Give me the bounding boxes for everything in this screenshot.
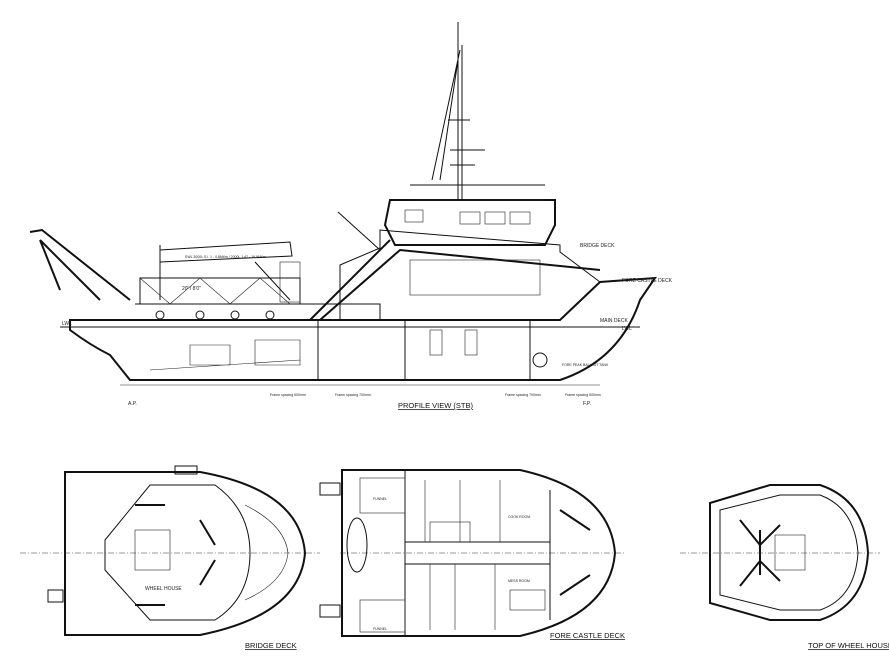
label-ballast-tank: FORE PEAK BALLAST TANK	[562, 363, 609, 367]
label-frame-spacing: Frame spacing 600mm	[270, 393, 306, 397]
profile-view: BRIDGE DECK FORE CASTLE DECK MAIN DECK L…	[29, 22, 673, 410]
top-of-wheel-house-title: TOP OF WHEEL HOUSE	[808, 641, 889, 650]
a-frame	[309, 239, 601, 321]
label-frame-spacing: Frame spacing 700mm	[335, 393, 371, 397]
deck-container	[139, 277, 301, 305]
label-frame-spacing: Frame spacing 600mm	[565, 393, 601, 397]
label-main-deck: MAIN DECK	[600, 318, 628, 324]
bridge-deck-plan: WHEEL HOUSE BRIDGE DECK	[20, 465, 320, 650]
top-of-wheel-house-plan: TOP OF WHEEL HOUSE	[680, 484, 889, 650]
label-container: 20' / 8'0"	[182, 286, 201, 292]
label-ap: A.P.	[128, 401, 137, 407]
bridge-deck-title: BRIDGE DECK	[245, 641, 297, 650]
crane	[159, 241, 293, 301]
fore-castle-deck-plan: FUNNEL FUNNEL MESS ROOM COOK ROOM FORE C…	[319, 469, 625, 640]
label-lwl-aft: LWL	[62, 321, 72, 327]
wheelhouse	[383, 199, 556, 246]
label-cook-room: COOK ROOM	[508, 515, 530, 519]
wheelhouse-outline	[104, 484, 251, 621]
label-fore-castle-deck: FORE CASTLE DECK	[622, 278, 673, 284]
label-crane-spec: SWL 3000L S.l. 1 - 0.8Mt/m / 2000L 1.47 …	[185, 255, 266, 259]
label-frame-spacing: Frame spacing 700mm	[505, 393, 541, 397]
profile-view-title: PROFILE VIEW (STB)	[398, 401, 474, 410]
fore-castle-deck-title: FORE CASTLE DECK	[550, 631, 625, 640]
hull-outline	[69, 276, 657, 381]
mast	[431, 22, 485, 200]
label-lwl-fwd: LWL	[622, 326, 632, 332]
label-mess-room: MESS ROOM	[508, 579, 530, 583]
label-bridge-deck: BRIDGE DECK	[580, 243, 615, 249]
label-funnel: FUNNEL	[373, 497, 387, 501]
aft-crane-boom	[29, 228, 131, 301]
label-wheel-house: WHEEL HOUSE	[145, 586, 182, 592]
superstructure	[339, 229, 601, 321]
label-fp: F.P.	[583, 401, 591, 407]
label-funnel: FUNNEL	[373, 627, 387, 631]
